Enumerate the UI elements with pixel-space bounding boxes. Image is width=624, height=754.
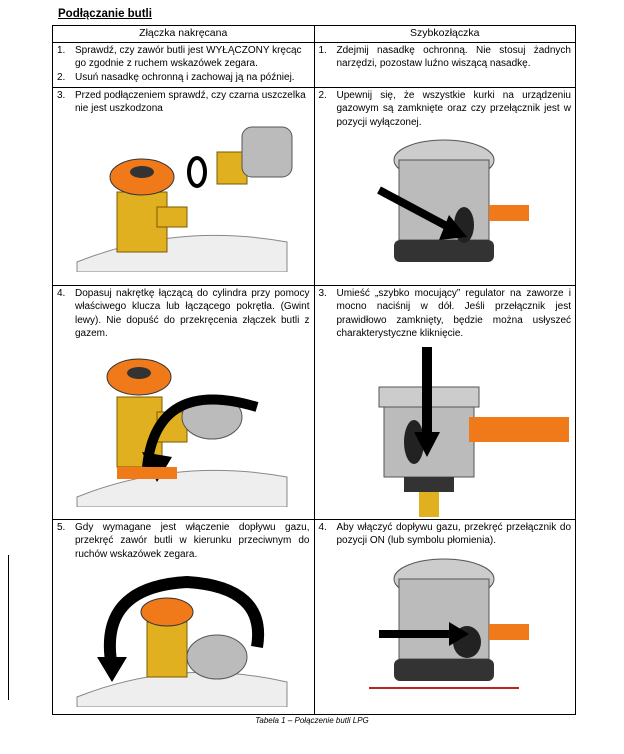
step-text: Gdy wymagane jest włączenie dopływu gazu… xyxy=(75,521,310,560)
cell: 5. Gdy wymagane jest włączenie dopływu ga… xyxy=(52,518,315,715)
step-number: 4. xyxy=(57,287,66,299)
column-header-quick: Szybkozłączka xyxy=(313,25,576,43)
step-text: Zdejmij nasadkę ochronną. Nie stosuj żad… xyxy=(336,44,572,70)
cell: 1. Zdejmij nasadkę ochronną. Nie stosuj ż… xyxy=(313,41,576,88)
regulator-off-illustration xyxy=(376,139,529,262)
cell: 3. Przed podłączeniem sprawdź, czy czarna… xyxy=(52,86,315,286)
regulator-press-illustration xyxy=(378,346,569,517)
section-title: Podłączanie butli xyxy=(58,8,152,20)
table-caption: Tabela 1 – Połączenie butli LPG xyxy=(255,716,369,725)
open-valve-illustration xyxy=(76,575,288,707)
cell: 2. Upewnij się, że wszystkie kurki na urz… xyxy=(313,86,576,286)
cell: 1. Sprawdź, czy zawór butli jest WYŁĄCZON… xyxy=(52,41,315,88)
margin-line xyxy=(8,555,9,700)
cell: 4. Dopasuj nakrętkę łączącą do cylindra p… xyxy=(52,284,315,520)
valve-seal-illustration xyxy=(76,126,293,272)
connection-table: Złączka nakręcana Szybkozłączka 1. Sprawd… xyxy=(52,25,576,715)
step-text: Dopasuj nakrętkę łączącą do cylindra prz… xyxy=(75,287,310,340)
cell: 4. Aby włączyć dopływu gazu, przekręć prz… xyxy=(313,518,576,715)
step-text: Usuń nasadkę ochronną i zachowaj ją na p… xyxy=(75,71,295,83)
connect-nut-illustration xyxy=(76,358,288,507)
step-number: 1. xyxy=(318,44,327,56)
step-number: 3. xyxy=(318,287,327,299)
step-text: Przed podłączeniem sprawdź, czy czarna u… xyxy=(75,89,306,115)
step-number: 2. xyxy=(57,71,66,83)
step-number: 4. xyxy=(318,521,327,533)
step-text: Sprawdź, czy zawór butli jest WYŁĄCZONY … xyxy=(75,44,302,70)
step-number: 2. xyxy=(318,89,327,101)
step-text: Upewnij się, że wszystkie kurki na urząd… xyxy=(336,89,572,128)
cell: 3. Umieść „szybko mocujący” regulator na … xyxy=(313,284,576,520)
step-text: Aby włączyć dopływu gazu, przekręć przeł… xyxy=(336,521,572,547)
step-text: Umieść „szybko mocujący” regulator na za… xyxy=(336,287,572,340)
step-number: 3. xyxy=(57,89,66,101)
step-number: 5. xyxy=(57,521,66,533)
column-header-screw: Złączka nakręcana xyxy=(52,25,315,43)
step-number: 1. xyxy=(57,44,66,56)
regulator-on-illustration xyxy=(368,558,529,689)
